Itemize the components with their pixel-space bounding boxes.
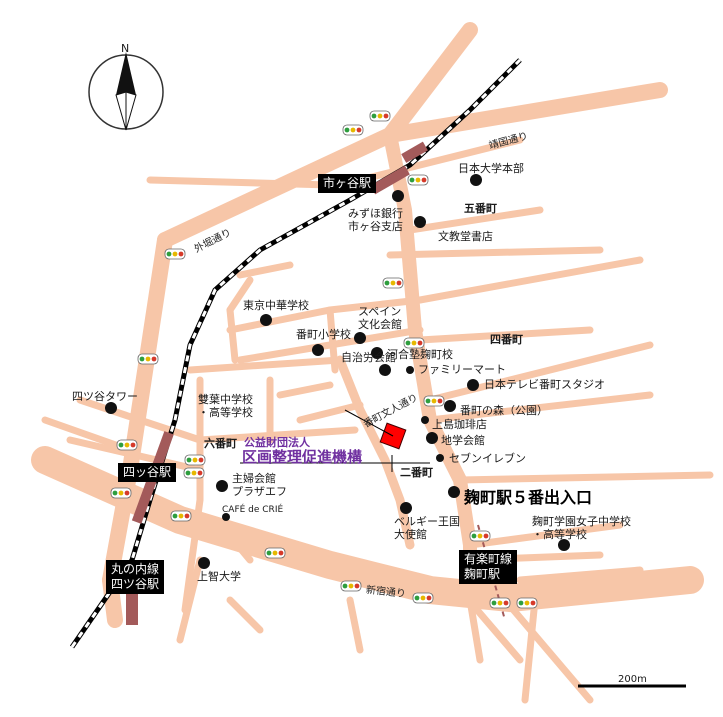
traffic-signal-icon [183,467,205,479]
traffic-signal-icon [469,530,491,542]
landmark-chigaku-kaikan: 地学会館 [441,434,485,447]
district-goban: 五番町 [464,202,497,215]
traffic-signal-icon [110,487,132,499]
traffic-signal-icon [516,597,538,609]
landmark-bunkyodo: 文教堂書店 [438,230,493,243]
traffic-signal-icon [412,592,434,604]
traffic-signal-icon [116,439,138,451]
ichigaya-platform-2 [401,141,428,163]
traffic-signal-icon [369,110,391,122]
scale-label: 200m [618,674,647,685]
traffic-signal-icon [403,337,425,349]
landmark-kojimachi-gakuen: 麹町学園女子中学校 ・高等学校 [532,515,631,541]
landmark-mizuho-bank: みずほ銀行 市ヶ谷支店 [348,207,403,233]
landmark-tokyo-chuka: 東京中華学校 [243,299,309,312]
landmark-seven-eleven: セブンイレブン [449,452,526,465]
landmark-belgium-embassy: ベルギー王国 大使館 [394,515,460,541]
traffic-signal-icon [342,124,364,136]
landmark-kawai: 河合塾麹町校 [387,348,453,361]
north-arrow-icon [88,52,164,131]
yotsuya-station-label: 四ッ谷駅 [118,463,177,482]
traffic-signal-icon [184,454,206,466]
traffic-signal-icon [489,597,511,609]
traffic-signal-icon [164,248,186,260]
traffic-signal-icon [340,580,362,592]
compass-letter: N [121,42,130,55]
landmark-bancho-mori: 番町の森（公園） [460,404,548,417]
ichigaya-platform [370,165,410,195]
traffic-signal-icon [382,277,404,289]
landmark-futaba-school: 雙葉中学校 ・高等学校 [198,393,253,419]
landmark-ueshima-coffee: 上島珈琲店 [432,418,487,431]
landmark-familymart: ファミリーマート [418,363,506,376]
road-shinjuku-dori [31,446,704,613]
district-yonban: 四番町 [490,333,523,346]
landmark-dots [105,174,570,569]
ichigaya-station-label: 市ヶ谷駅 [318,174,377,193]
traffic-signals [110,110,538,609]
jr-railway-line [69,58,522,649]
organization-type: 公益財団法人 [244,436,310,449]
district-rokuban: 六番町 [204,437,237,450]
landmark-bancho-elementary: 番町小学校 [296,328,351,341]
landmark-ntv-studio: 日本テレビ番町スタジオ [484,378,605,391]
landmark-spain-center: スペイン 文化会館 [358,305,402,331]
kojimachi-exit-5-label: 麹町駅５番出入口 [464,488,593,507]
landmark-yotsuya-tower: 四ツ谷タワー [72,390,138,403]
landmark-nihon-univ: 日本大学本部 [458,162,524,175]
traffic-signal-icon [264,547,286,559]
landmark-cafe-de-crie: CAFÉ de CRIÉ [222,505,284,515]
landmark-sophia-univ: 上智大学 [197,570,241,583]
traffic-signal-icon [137,353,159,365]
traffic-signal-icon [423,395,445,407]
traffic-signal-icon [407,174,429,186]
yurakucho-kojimachi-station-label: 有楽町線 麹町駅 [459,550,518,584]
organization-name: 区画整理促進機構 [242,448,363,466]
road-yasukuni-dori [382,82,668,143]
marunouchi-yotsuya-station-label: 丸の内線 四ツ谷駅 [106,560,165,594]
district-niban: 二番町 [400,466,433,479]
traffic-signal-icon [170,510,192,522]
road-network [31,22,714,704]
landmark-shufu-kaikan: 主婦会館 プラザエフ [232,472,287,498]
landmark-jichiro: 自治労会館 [341,351,396,364]
